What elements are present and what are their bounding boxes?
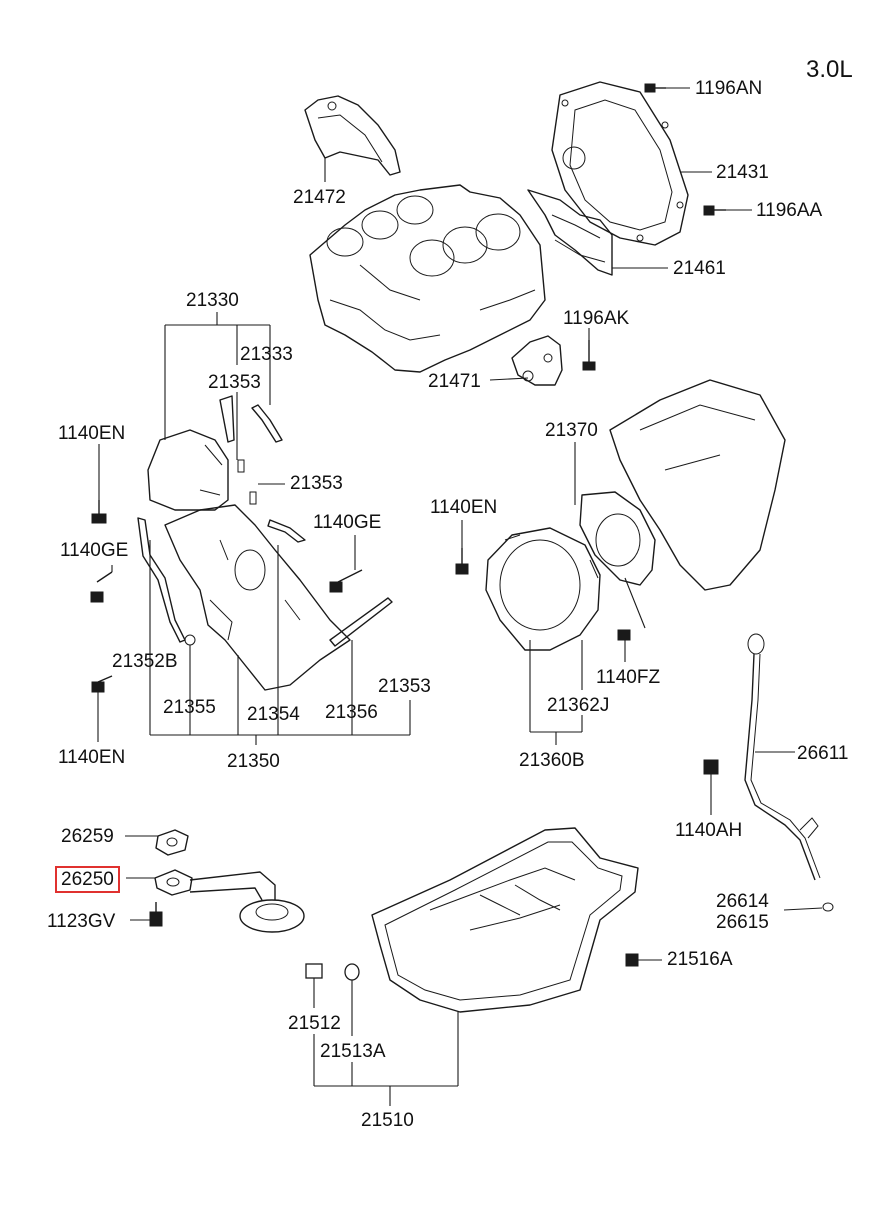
part-label-21510[interactable]: 21510 bbox=[361, 1110, 414, 1131]
part-label-21356[interactable]: 21356 bbox=[325, 702, 378, 723]
part-label-21472[interactable]: 21472 bbox=[293, 187, 346, 208]
part-label-21350[interactable]: 21350 bbox=[227, 751, 280, 772]
cover-plate-21431 bbox=[551, 81, 689, 246]
part-label-1196AN[interactable]: 1196AN bbox=[695, 78, 763, 99]
bolt-1140EN-b bbox=[91, 675, 113, 693]
engine-size-label: 3.0L bbox=[806, 56, 853, 83]
upper-timing-cover-21330 bbox=[147, 429, 229, 511]
engine-block-right-partial bbox=[609, 379, 786, 591]
seal-21461 bbox=[527, 189, 613, 276]
part-label-1140EN-a[interactable]: 1140EN bbox=[58, 423, 126, 444]
bolt-1140EN-a bbox=[91, 500, 107, 524]
part-label-1140FZ[interactable]: 1140FZ bbox=[596, 667, 661, 688]
part-label-26611[interactable]: 26611 bbox=[797, 743, 849, 764]
part-label-1140AH[interactable]: 1140AH bbox=[675, 820, 743, 841]
bolt-1123GV bbox=[149, 902, 163, 927]
part-label-1140EN-c[interactable]: 1140EN bbox=[430, 497, 498, 518]
bolt-1196AN bbox=[644, 83, 666, 93]
part-label-1140GE-b[interactable]: 1140GE bbox=[313, 512, 382, 533]
bolt-1140FZ bbox=[617, 629, 631, 641]
part-label-21330[interactable]: 21330 bbox=[186, 290, 239, 311]
washer-21513A bbox=[344, 963, 360, 981]
bolt-1140EN-c bbox=[455, 548, 469, 575]
part-label-21362J[interactable]: 21362J bbox=[547, 695, 610, 716]
part-label-26614[interactable]: 26614 bbox=[716, 891, 769, 912]
seal-strip-21353-upper bbox=[219, 395, 245, 473]
part-label-1196AK[interactable]: 1196AK bbox=[563, 308, 630, 329]
part-label-21352B[interactable]: 21352B bbox=[112, 651, 178, 672]
bracket-21471 bbox=[511, 335, 563, 386]
bolt-1196AK bbox=[582, 340, 596, 371]
part-label-21360B[interactable]: 21360B bbox=[519, 750, 585, 771]
bolt-1196AA bbox=[703, 205, 726, 216]
part-label-21516A[interactable]: 21516A bbox=[667, 949, 733, 970]
seal-21353-middle bbox=[249, 491, 306, 543]
part-label-21513A[interactable]: 21513A bbox=[320, 1041, 386, 1062]
oil-pump-21360B bbox=[485, 527, 601, 651]
bracket-21472 bbox=[304, 95, 401, 176]
part-label-21471[interactable]: 21471 bbox=[428, 371, 481, 392]
lower-timing-cover-21350 bbox=[164, 504, 351, 691]
engine-block bbox=[309, 184, 546, 373]
part-label-21370[interactable]: 21370 bbox=[545, 420, 598, 441]
part-label-1196AA[interactable]: 1196AA bbox=[756, 200, 823, 221]
part-label-21353-upper[interactable]: 21353 bbox=[208, 372, 261, 393]
oil-pan-21510 bbox=[371, 827, 639, 1013]
gasket-21370 bbox=[579, 491, 656, 586]
oil-strainer-26250 bbox=[154, 869, 305, 933]
leader-lines bbox=[97, 87, 823, 1106]
bolt-21516A bbox=[625, 953, 639, 967]
part-label-26615[interactable]: 26615 bbox=[716, 912, 769, 933]
part-label-21512[interactable]: 21512 bbox=[288, 1013, 341, 1034]
part-label-21354[interactable]: 21354 bbox=[247, 704, 300, 725]
part-label-21355[interactable]: 21355 bbox=[163, 697, 216, 718]
seal-strip-21353-right bbox=[329, 597, 393, 647]
part-label-1123GV[interactable]: 1123GV bbox=[47, 911, 116, 932]
part-label-21431[interactable]: 21431 bbox=[716, 162, 769, 183]
part-label-21333[interactable]: 21333 bbox=[240, 344, 293, 365]
part-label-21353-middle[interactable]: 21353 bbox=[290, 473, 343, 494]
part-label-1140EN-b[interactable]: 1140EN bbox=[58, 747, 126, 768]
bolt-21512 bbox=[305, 963, 323, 979]
part-label-1140GE-a[interactable]: 1140GE bbox=[60, 540, 129, 561]
part-label-21353-right[interactable]: 21353 bbox=[378, 676, 431, 697]
part-label-26259[interactable]: 26259 bbox=[61, 826, 114, 847]
gasket-26259 bbox=[155, 829, 189, 856]
part-label-26250-highlighted[interactable]: 26250 bbox=[55, 866, 120, 893]
bolt-1140GE-a bbox=[90, 571, 113, 603]
gasket-21352B bbox=[137, 517, 186, 643]
seal-strip-21333 bbox=[251, 404, 283, 443]
bolt-1140GE-b bbox=[329, 569, 363, 593]
part-label-21461[interactable]: 21461 bbox=[673, 258, 726, 279]
bolt-1140AH bbox=[703, 759, 719, 775]
dipstick-26611 bbox=[744, 633, 834, 912]
